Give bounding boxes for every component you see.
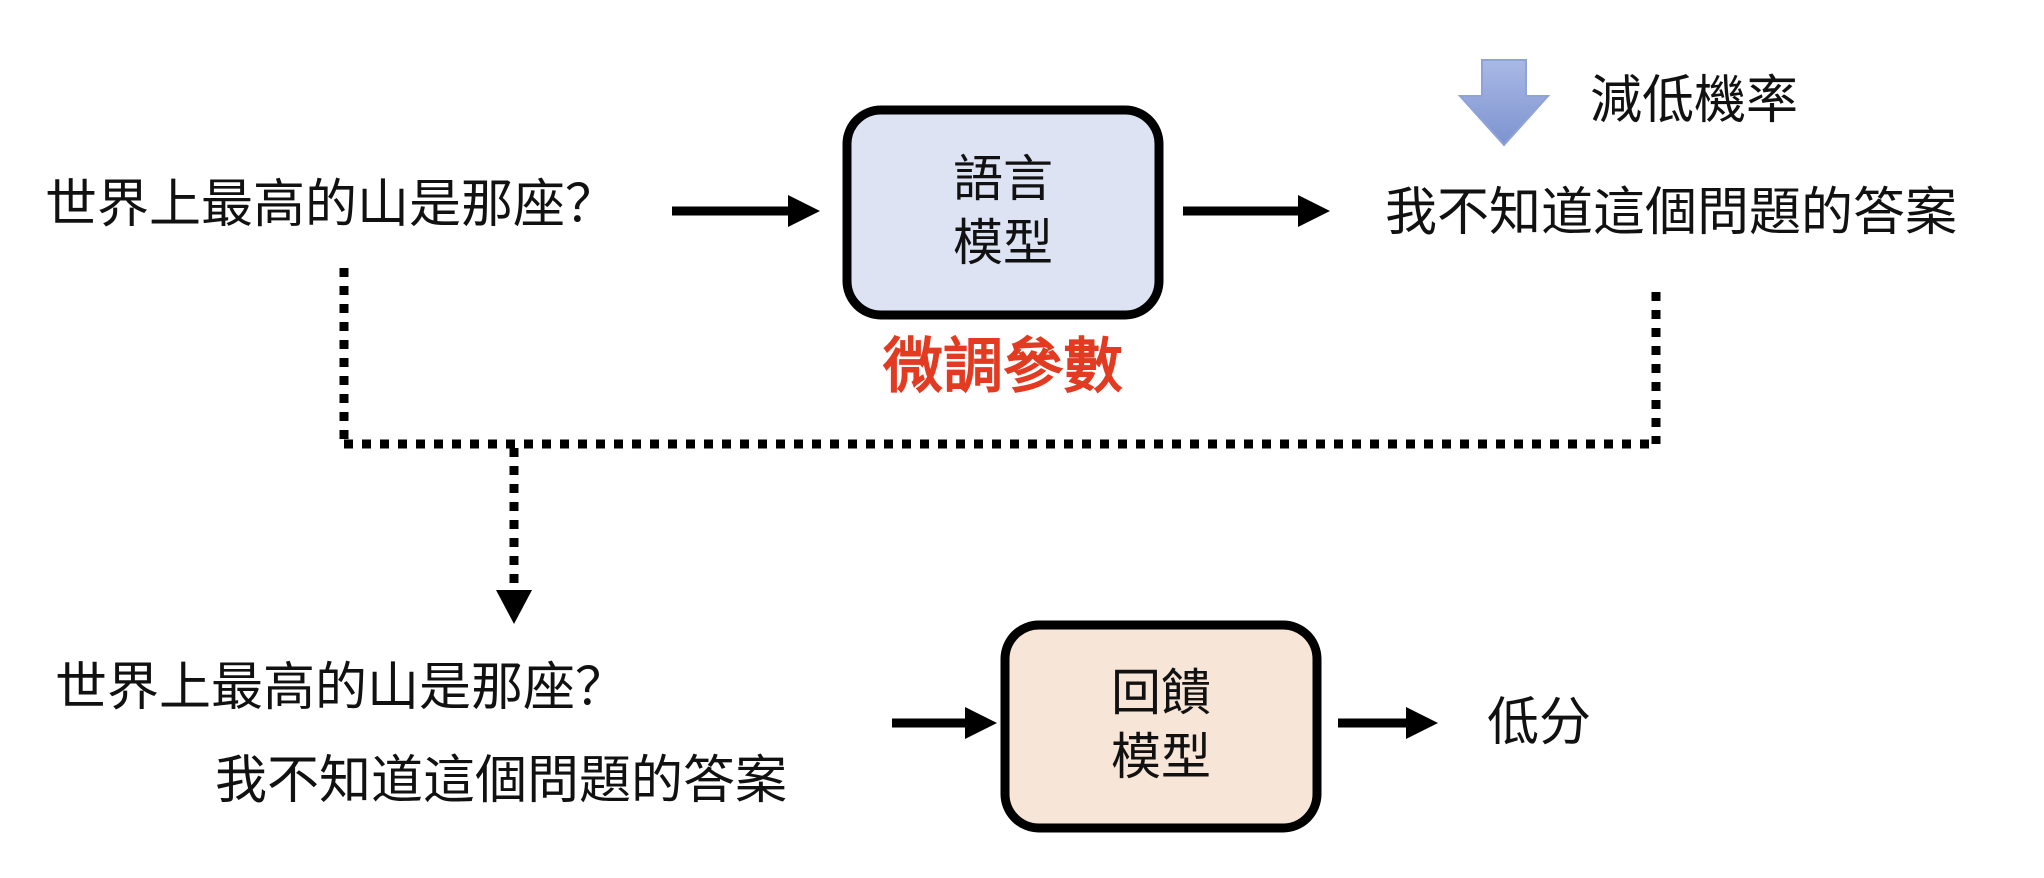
bottom-question-text: 世界上最高的山是那座？ bbox=[55, 658, 627, 718]
language-model-label-line1: 語言 bbox=[953, 150, 1053, 208]
feedback-model-label-line1: 回饋 bbox=[1111, 664, 1211, 722]
language-model-label-line2: 模型 bbox=[953, 214, 1053, 272]
down-arrow-icon bbox=[1457, 59, 1551, 147]
language-model-box-bg bbox=[842, 105, 1164, 320]
arrow-question-to-model bbox=[672, 195, 820, 227]
feedback-model-label-line2: 模型 bbox=[1111, 728, 1211, 786]
arrow-model-to-answer bbox=[1183, 195, 1330, 227]
score-text: 低分 bbox=[1487, 693, 1591, 753]
feedback-model-box-bg bbox=[1000, 620, 1322, 833]
bottom-answer-text: 我不知道這個問題的答案 bbox=[215, 751, 787, 811]
top-question-text: 世界上最高的山是那座？ bbox=[45, 175, 617, 235]
arrow-feedback-to-score bbox=[1338, 707, 1438, 739]
dotted-connector bbox=[339, 268, 1661, 585]
reduce-probability-label: 減低機率 bbox=[1590, 71, 1798, 131]
finetune-params-label: 微調參數 bbox=[882, 332, 1123, 402]
language-model-box: 語言 模型 bbox=[842, 105, 1164, 320]
feedback-model-box: 回饋 模型 bbox=[1000, 620, 1322, 833]
top-answer-text: 我不知道這個問題的答案 bbox=[1385, 183, 1957, 243]
dotted-arrow-head bbox=[496, 590, 532, 624]
arrow-text-to-feedback bbox=[892, 707, 997, 739]
